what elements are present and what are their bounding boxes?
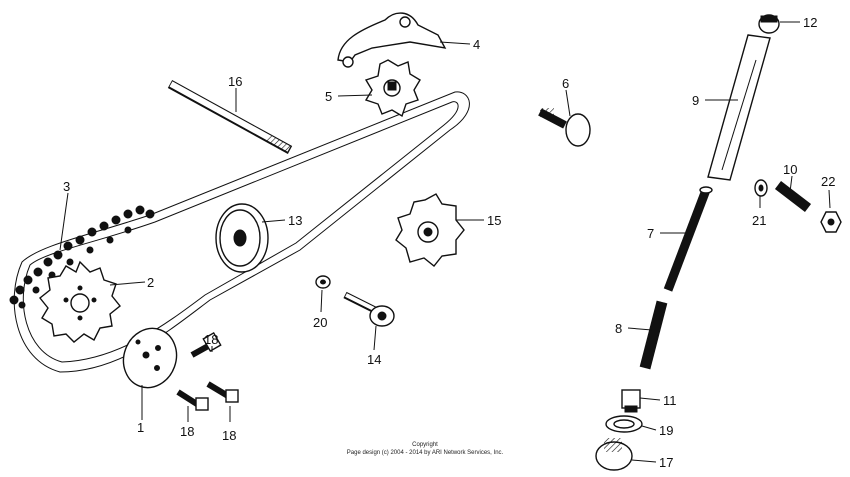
callout-18-left: 18 [180,424,194,439]
chain-roller [215,203,269,273]
spring-7 [663,186,713,292]
drive-sprocket [39,260,121,343]
callout-13: 13 [288,213,302,228]
callout-19: 19 [659,423,673,438]
callout-17: 17 [659,455,673,470]
callout-15: 15 [487,213,501,228]
tensioner-shaft [167,80,293,154]
adjuster-stud [774,181,812,212]
tensioner-arm [337,12,447,68]
callout-8: 8 [615,321,622,336]
washer-21 [754,179,768,197]
callout-2: 2 [147,275,154,290]
callout-3: 3 [63,179,70,194]
callout-22: 22 [821,174,835,189]
callout-10: 10 [783,162,797,177]
callout-7: 7 [647,226,654,241]
plug-11 [621,389,641,413]
washer-19 [605,415,643,433]
tensioner-sprocket [364,59,421,118]
washer-20 [315,275,331,289]
callout-labels: 1 2 3 4 5 6 7 8 9 10 11 12 13 14 15 16 1… [63,15,835,470]
pivot-bolt [538,108,591,147]
callout-9: 9 [692,93,699,108]
callout-16: 16 [228,74,242,89]
sealing-bolt [595,438,633,471]
spring-8 [639,300,668,370]
callout-18-top: 18 [204,332,218,347]
bolts [176,331,239,411]
chain-links [9,205,155,309]
tensioner-tube [707,34,771,181]
callout-18-right: 18 [222,428,236,443]
nut-22 [820,211,842,233]
sprocket-plate [122,327,178,389]
callout-4: 4 [473,37,480,52]
idler-sprocket [395,193,465,267]
callout-6: 6 [562,76,569,91]
idler-bolt [343,291,395,327]
copyright-line-1: Copyright [412,442,438,448]
callout-14: 14 [367,352,381,367]
copyright-notice: Copyright Page design (c) 2004 - 2014 by… [347,442,504,456]
tube-cap [758,14,780,34]
callout-1: 1 [137,420,144,435]
callout-11: 11 [663,393,677,408]
callout-21: 21 [752,213,766,228]
callout-20: 20 [313,315,327,330]
leader-lines [59,21,831,463]
drive-chain [9,91,470,373]
callout-5: 5 [325,89,332,104]
copyright-line-2: Page design (c) 2004 - 2014 by ARI Netwo… [347,450,504,456]
callout-12: 12 [803,15,817,30]
